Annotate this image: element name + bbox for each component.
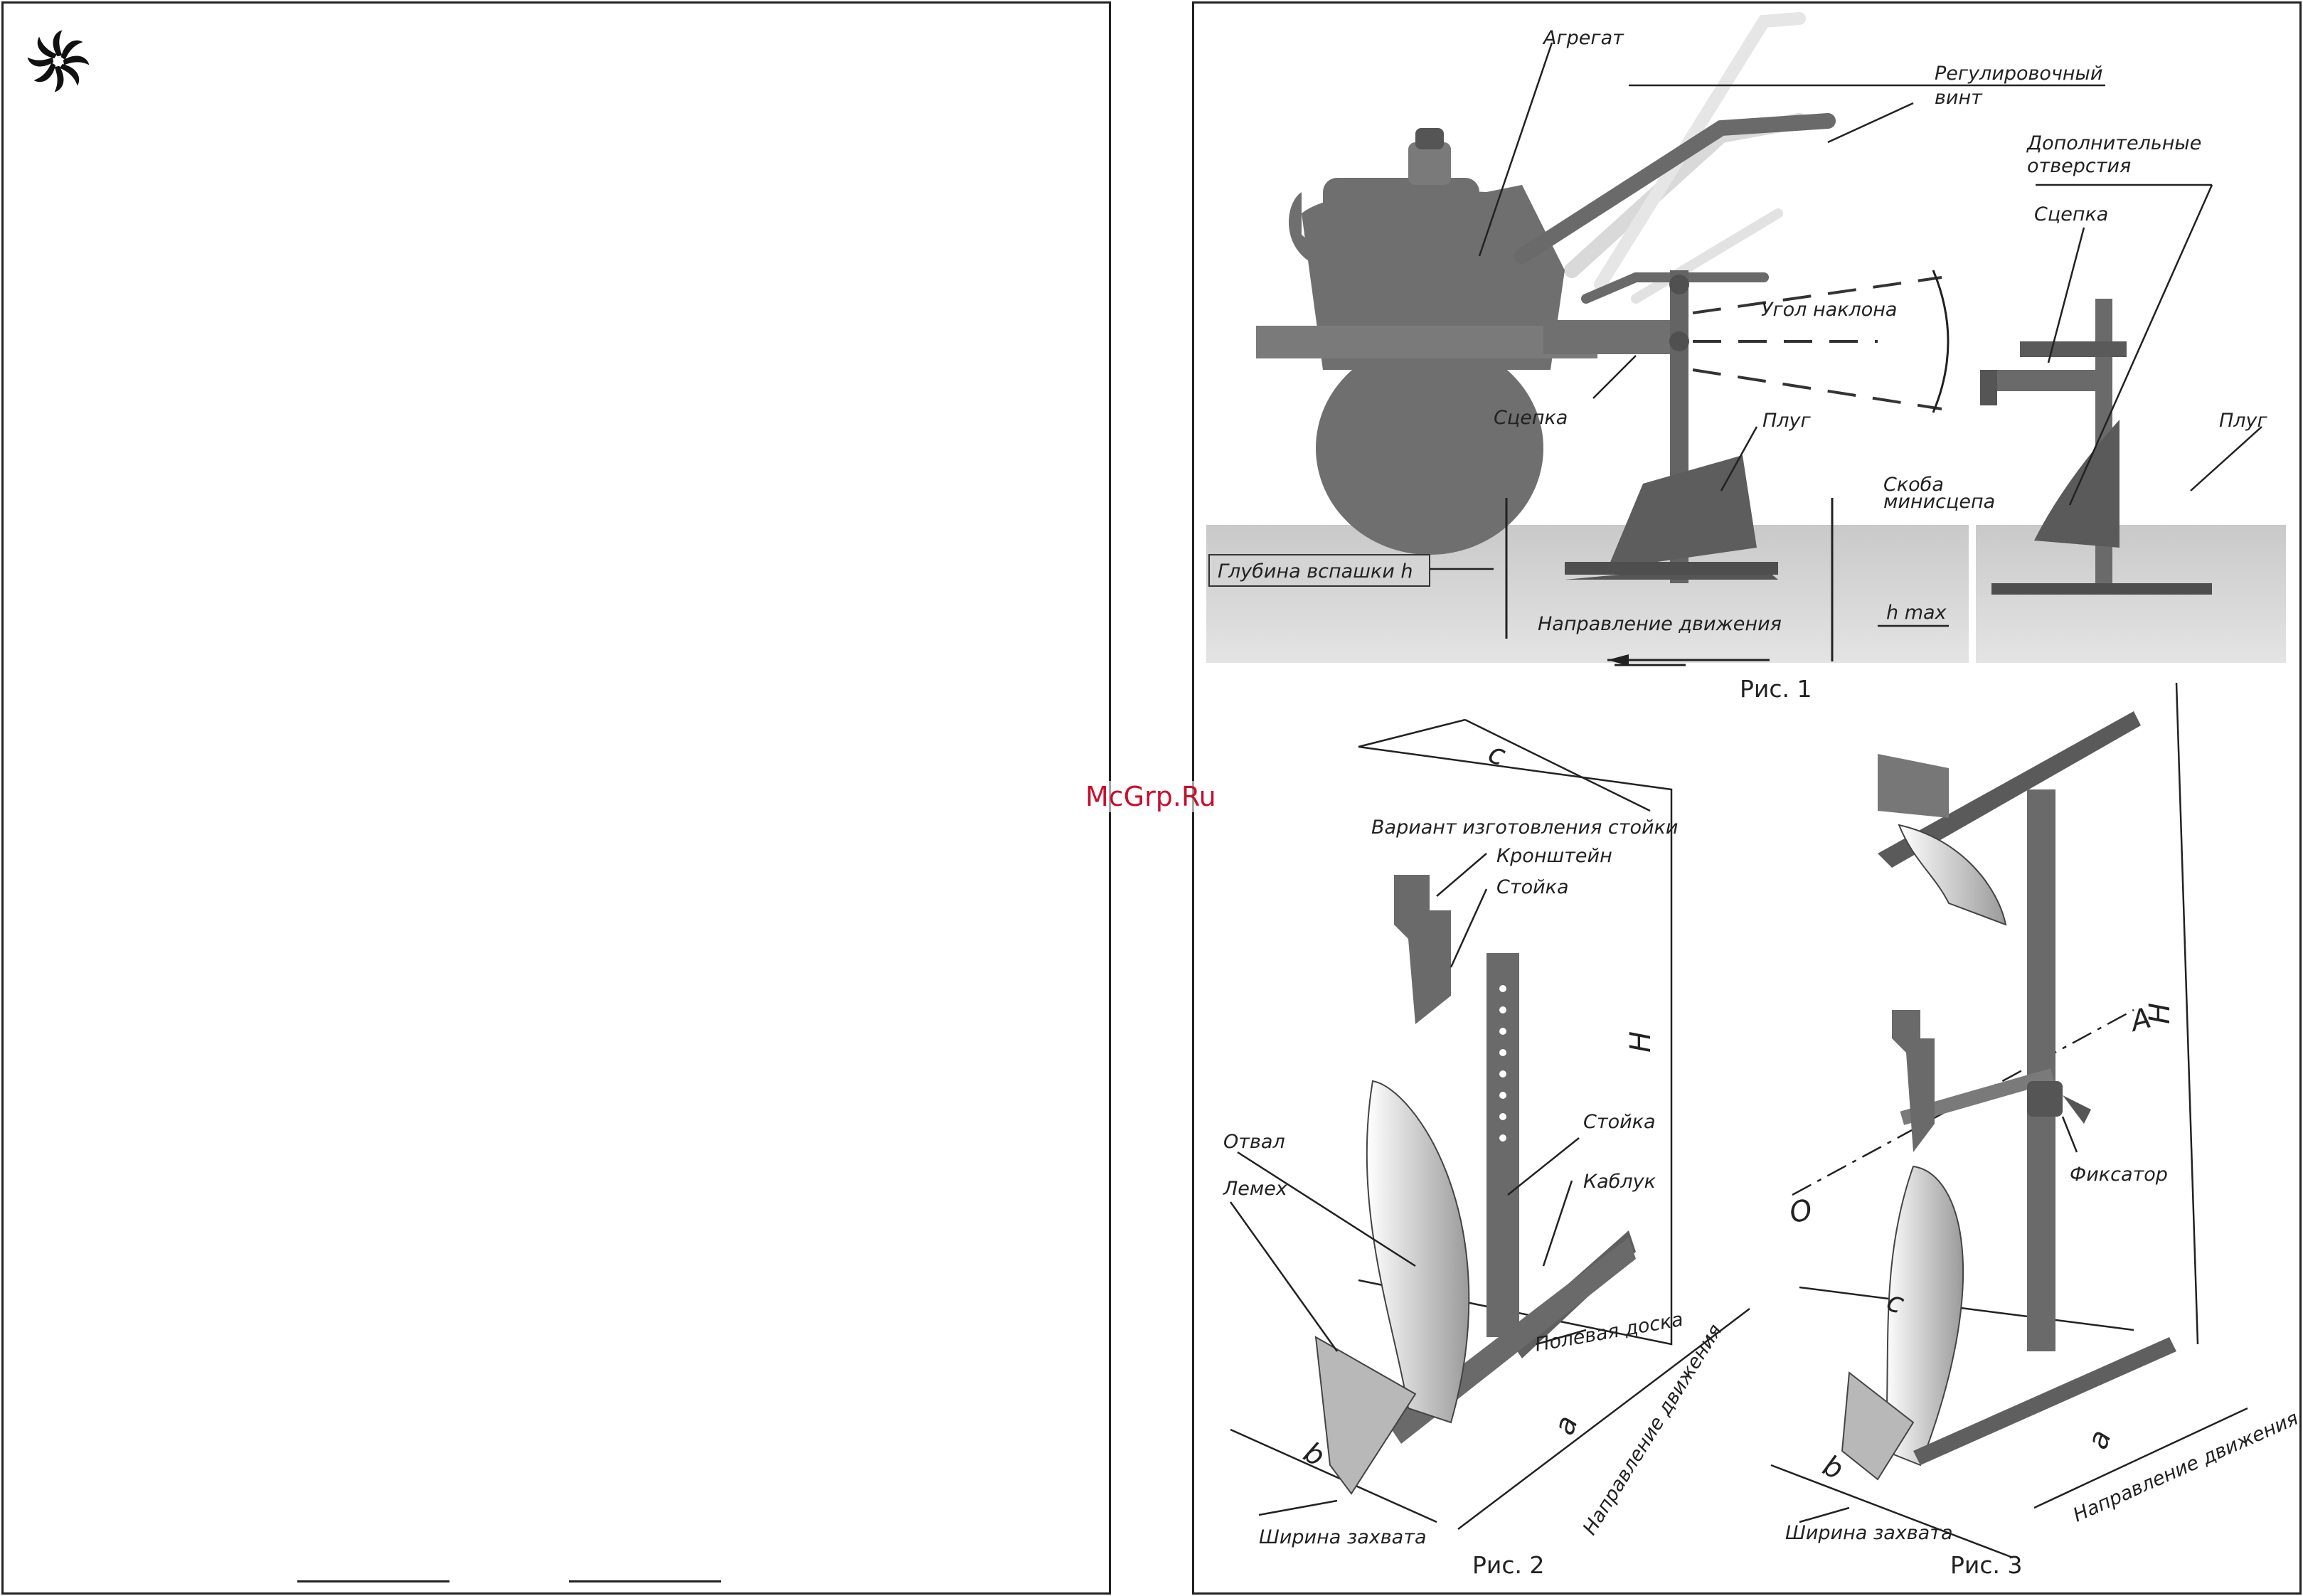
- fig2-dim-b: b: [1298, 1436, 1330, 1474]
- fig2-label-bracket: Кронштейн: [1496, 845, 1612, 867]
- fig2-label-moldboard: Отвал: [1223, 1131, 1285, 1153]
- fig3-top-beam: [1878, 711, 2141, 868]
- watermark: McGrp.Ru: [1085, 781, 1216, 812]
- fig2-dim-H: H: [1624, 1031, 1657, 1053]
- fig3-dim-b: b: [1818, 1449, 1848, 1486]
- fig1-label-depth: Глубина вспашки h: [1218, 560, 1413, 582]
- signature-line-2: [569, 1580, 721, 1582]
- fig3-label-fixer: Фиксатор: [2070, 1164, 2168, 1186]
- fig1-label-hitch-right: Сцепка: [2034, 203, 2108, 225]
- fig1-label-bracket-1: Скоба: [1883, 474, 1944, 496]
- fig3-post: [2027, 789, 2055, 1351]
- fig3-axis-o: O: [1786, 1193, 1816, 1230]
- fig2: Вариант изготовления стойки Кронштейн Ст…: [1223, 718, 1750, 1579]
- fig3-label-direction: Направление движения: [2070, 1408, 2302, 1527]
- fig2-dim-a: a: [1548, 1412, 1585, 1440]
- fig2-label-width: Ширина захвата: [1259, 1526, 1427, 1548]
- fig3: Фиксатор O A H c a b Направление движени…: [1770, 682, 2302, 1579]
- fig1-label-holes-1: Дополнительные: [2026, 132, 2201, 154]
- fig3-top-plate: [1878, 754, 1949, 818]
- fig3-dim-H: H: [2144, 1003, 2176, 1024]
- fig2-label-heel: Каблук: [1583, 1171, 1656, 1193]
- fig1-label-aggregate: Агрегат: [1542, 27, 1624, 49]
- fig1-label-screw-1: Регулировочный: [1935, 63, 2102, 85]
- fig1-label-bracket-2: минисцепа: [1883, 491, 1995, 513]
- fig2-post: [1486, 953, 1519, 1337]
- fig2-moldboard: [1366, 1080, 1470, 1424]
- fig2-label-post-top: Стойка: [1496, 876, 1569, 898]
- fig1-label-holes-2: отверстия: [2027, 155, 2131, 177]
- fig1-handle: [1514, 113, 1836, 264]
- fig3-caption: Рис. 3: [1950, 1551, 2022, 1579]
- fig2-label-post: Стойка: [1583, 1111, 1656, 1133]
- fig1: Агрегат Регулировочный винт Дополнительн…: [1206, 12, 2286, 703]
- fig1-label-hitch-left: Сцепка: [1494, 407, 1568, 429]
- fig2-label-direction: Направление движения: [1579, 1321, 1727, 1539]
- fig2-share: [1314, 1336, 1417, 1495]
- fig1-soil-left: [1206, 525, 1969, 663]
- fig1-label-tilt-angle: Угол наклона: [1761, 299, 1897, 321]
- fig1-aggregate: [1256, 128, 1597, 555]
- signature-line-1: [297, 1580, 450, 1582]
- fig2-caption: Рис. 2: [1472, 1551, 1544, 1579]
- fig1-label-plow-right: Плуг: [2219, 410, 2268, 432]
- fig2-label-share: Лемех: [1223, 1178, 1288, 1200]
- fig1-label-hmax: h max: [1886, 602, 1947, 624]
- fig1-caption: Рис. 1: [1740, 675, 1812, 703]
- fig1-hitch: [1543, 320, 1686, 354]
- company-logo-icon: [27, 30, 90, 92]
- fig1-label-direction: Направление движения: [1538, 613, 1782, 635]
- fig2-variant-bracket: [1394, 875, 1451, 1024]
- fig2-label-variant: Вариант изготовления стойки: [1371, 816, 1678, 839]
- fig1-label-plow-left: Плуг: [1762, 410, 1812, 432]
- fig3-axle: [1900, 1068, 2055, 1125]
- fig3-dim-a: a: [2081, 1426, 2118, 1454]
- fig1-minihitch: [1980, 299, 2212, 595]
- fig1-label-screw-2: винт: [1935, 87, 1983, 109]
- fig1-plow: [1607, 455, 1757, 569]
- fig3-label-width: Ширина захвата: [1785, 1522, 1953, 1544]
